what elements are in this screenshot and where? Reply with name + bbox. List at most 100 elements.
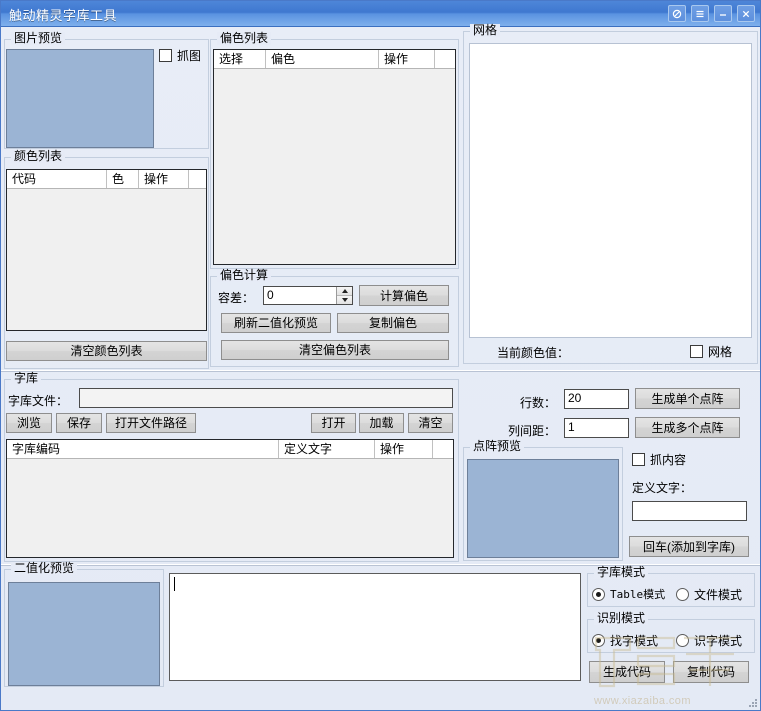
library-mode-file-radio-circle[interactable] xyxy=(676,588,689,601)
text-caret xyxy=(174,577,175,591)
title-bar: 触动精灵字库工具 xyxy=(1,1,760,27)
library-mode-group-label: 字库模式 xyxy=(594,566,649,579)
deviation-calc-group: 偏色计算 xyxy=(210,269,459,367)
rows-input[interactable]: 20 xyxy=(564,389,629,409)
load-button[interactable]: 加载 xyxy=(359,413,404,433)
open-file-path-button[interactable]: 打开文件路径 xyxy=(106,413,196,433)
color-list-col-color[interactable]: 色 xyxy=(107,170,139,188)
color-list-table[interactable]: 代码 色 操作 xyxy=(6,169,207,331)
color-list-group: 颜色列表 xyxy=(4,150,209,369)
color-list-col-code[interactable]: 代码 xyxy=(7,170,107,188)
recognize-mode-find-radio[interactable]: 找字模式 xyxy=(592,632,658,649)
font-file-input[interactable] xyxy=(79,388,453,408)
grid-checkbox[interactable]: 网格 xyxy=(690,343,732,360)
minimize-icon[interactable] xyxy=(714,5,732,22)
font-library-header: 字库编码 定义文字 操作 xyxy=(7,440,453,459)
library-mode-table-radio[interactable]: Table模式 xyxy=(592,586,665,602)
browse-button[interactable]: 浏览 xyxy=(6,413,52,433)
capture-image-checkbox[interactable]: 抓图 xyxy=(159,47,201,64)
current-color-label-text: 当前颜色值： xyxy=(497,346,570,360)
deviation-calc-group-label: 偏色计算 xyxy=(217,269,272,282)
define-text-input[interactable] xyxy=(632,501,747,521)
title-bar-buttons xyxy=(668,5,755,22)
tolerance-spinner-up[interactable] xyxy=(337,287,352,296)
deviation-list-col-deviation[interactable]: 偏色 xyxy=(266,50,379,68)
image-preview-box[interactable] xyxy=(6,49,154,148)
calculate-deviation-button[interactable]: 计算偏色 xyxy=(359,285,449,306)
generate-code-button[interactable]: 生成代码 xyxy=(589,661,665,683)
grid-group-label: 网格 xyxy=(470,24,501,37)
menu-icon[interactable] xyxy=(691,5,709,22)
font-library-group-label: 字库 xyxy=(11,372,42,385)
tolerance-spinner[interactable]: 0 xyxy=(263,286,353,305)
clear-button[interactable]: 清空 xyxy=(408,413,453,433)
col-spacing-label: 列间距： xyxy=(508,424,557,438)
define-text-label: 定义文字： xyxy=(632,481,693,495)
generate-single-dot-matrix-button[interactable]: 生成单个点阵 xyxy=(635,388,740,409)
deviation-list-col-action[interactable]: 操作 xyxy=(379,50,435,68)
font-library-group: 字库 xyxy=(4,372,459,562)
grid-canvas[interactable] xyxy=(469,43,752,338)
deviation-list-col-select[interactable]: 选择 xyxy=(214,50,266,68)
deviation-list-table[interactable]: 选择 偏色 操作 xyxy=(213,49,456,265)
library-mode-file-radio[interactable]: 文件模式 xyxy=(676,586,742,603)
tolerance-value[interactable]: 0 xyxy=(267,288,274,302)
binary-preview-group-label: 二值化预览 xyxy=(11,562,78,575)
save-button[interactable]: 保存 xyxy=(56,413,102,433)
recognize-mode-group-label: 识别模式 xyxy=(594,612,649,625)
tolerance-spinner-down[interactable] xyxy=(337,296,352,304)
capture-content-checkbox-label: 抓内容 xyxy=(650,453,687,467)
font-library-col-code[interactable]: 字库编码 xyxy=(7,440,279,458)
generate-multi-dot-matrix-button[interactable]: 生成多个点阵 xyxy=(635,417,740,438)
recognize-mode-find-radio-label: 找字模式 xyxy=(610,634,659,648)
recognize-mode-find-radio-circle[interactable] xyxy=(592,634,605,647)
capture-image-checkbox-box[interactable] xyxy=(159,49,172,62)
copy-deviation-button[interactable]: 复制偏色 xyxy=(337,313,449,333)
recognize-mode-ocr-radio-label: 识字模式 xyxy=(694,634,743,648)
refresh-binary-preview-button[interactable]: 刷新二值化预览 xyxy=(221,313,331,333)
library-mode-group: 字库模式 xyxy=(587,566,755,607)
resize-grip[interactable] xyxy=(748,698,758,708)
recognize-mode-ocr-radio-circle[interactable] xyxy=(676,634,689,647)
current-color-label: 当前颜色值： xyxy=(497,344,569,361)
dot-matrix-preview-group-label: 点阵预览 xyxy=(470,440,525,453)
help-icon[interactable] xyxy=(668,5,686,22)
color-list-col-action[interactable]: 操作 xyxy=(139,170,189,188)
panel-divider-top xyxy=(1,370,760,372)
font-library-col-action[interactable]: 操作 xyxy=(375,440,433,458)
grid-checkbox-label: 网格 xyxy=(708,345,733,359)
image-preview-group-label: 图片预览 xyxy=(11,32,66,45)
font-library-col-text[interactable]: 定义文字 xyxy=(279,440,375,458)
enter-add-to-library-button[interactable]: 回车(添加到字库) xyxy=(629,536,749,557)
panel-divider-bottom xyxy=(1,564,760,566)
capture-content-checkbox[interactable]: 抓内容 xyxy=(632,451,686,468)
deviation-list-group-label: 偏色列表 xyxy=(217,32,272,45)
code-output-textarea[interactable] xyxy=(169,573,581,681)
deviation-list-header: 选择 偏色 操作 xyxy=(214,50,455,69)
library-mode-table-radio-label: Table模式 xyxy=(610,588,666,601)
color-list-group-label: 颜色列表 xyxy=(11,150,66,163)
col-spacing-input[interactable]: 1 xyxy=(564,418,629,438)
capture-image-checkbox-label: 抓图 xyxy=(177,49,202,63)
color-list-body xyxy=(7,189,206,330)
recognize-mode-ocr-radio[interactable]: 识字模式 xyxy=(676,632,742,649)
capture-content-checkbox-box[interactable] xyxy=(632,453,645,466)
font-library-table[interactable]: 字库编码 定义文字 操作 xyxy=(6,439,454,558)
dot-matrix-preview-box[interactable] xyxy=(467,459,619,558)
font-file-label: 字库文件： xyxy=(8,394,69,408)
tolerance-spinner-buttons[interactable] xyxy=(336,287,352,304)
open-button[interactable]: 打开 xyxy=(311,413,356,433)
grid-checkbox-box[interactable] xyxy=(690,345,703,358)
binary-preview-box[interactable] xyxy=(8,582,160,686)
deviation-list-body xyxy=(214,69,455,264)
watermark-url: www.xiazaiba.com xyxy=(594,695,691,707)
library-mode-table-radio-circle[interactable] xyxy=(592,587,605,601)
deviation-list-group: 偏色列表 xyxy=(210,32,459,269)
image-preview-group: 图片预览 xyxy=(4,32,209,149)
tolerance-label: 容差： xyxy=(218,291,255,305)
clear-deviation-list-button[interactable]: 清空偏色列表 xyxy=(221,340,449,360)
close-icon[interactable] xyxy=(737,5,755,22)
clear-color-list-button[interactable]: 清空颜色列表 xyxy=(6,341,207,361)
copy-code-button[interactable]: 复制代码 xyxy=(673,661,749,683)
